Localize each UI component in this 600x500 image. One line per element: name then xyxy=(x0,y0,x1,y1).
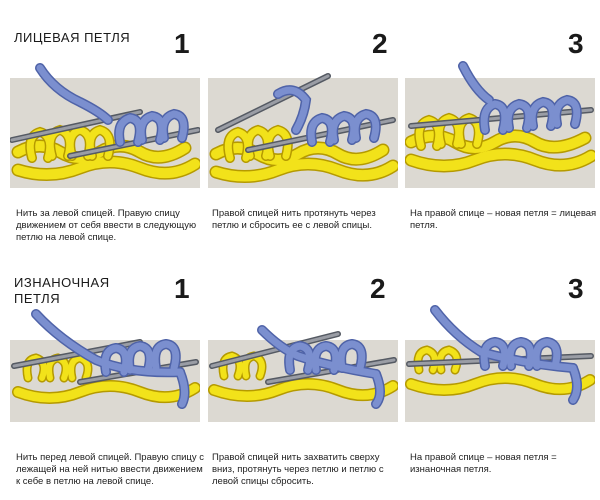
illustration-knit-step-3 xyxy=(405,60,595,200)
illustration-knit-step-1 xyxy=(10,60,200,200)
step-caption: Правой спицей нить протянуть через петлю… xyxy=(212,208,376,231)
step-caption: На правой спице – новая петля = лицевая … xyxy=(410,208,597,231)
step-number: 2 xyxy=(370,273,386,304)
step-number: 1 xyxy=(174,273,190,304)
illustration-purl-step-3 xyxy=(405,300,595,440)
step-number: 3 xyxy=(568,273,584,304)
step-caption: Нить перед левой спицей. Правую спицу с … xyxy=(16,452,205,487)
step-number: 2 xyxy=(372,28,388,59)
illustration-knit-step-2 xyxy=(208,60,398,200)
step-caption: На правой спице – новая петля = изнаночн… xyxy=(410,452,557,475)
illustration-purl-step-2 xyxy=(208,300,398,440)
step-caption: Нить за левой спицей. Правую спицу движе… xyxy=(16,208,197,243)
step-number: 3 xyxy=(568,28,584,59)
step-caption: Правой спицей нить захватить сверху вниз… xyxy=(212,452,384,487)
row-title-knit-stitch: ЛИЦЕВАЯ ПЕТЛЯ xyxy=(14,30,131,45)
step-number: 1 xyxy=(174,28,190,59)
row-title-purl-stitch: ИЗНАНОЧНАЯ ПЕТЛЯ xyxy=(14,275,110,306)
illustration-purl-step-1 xyxy=(10,300,200,440)
